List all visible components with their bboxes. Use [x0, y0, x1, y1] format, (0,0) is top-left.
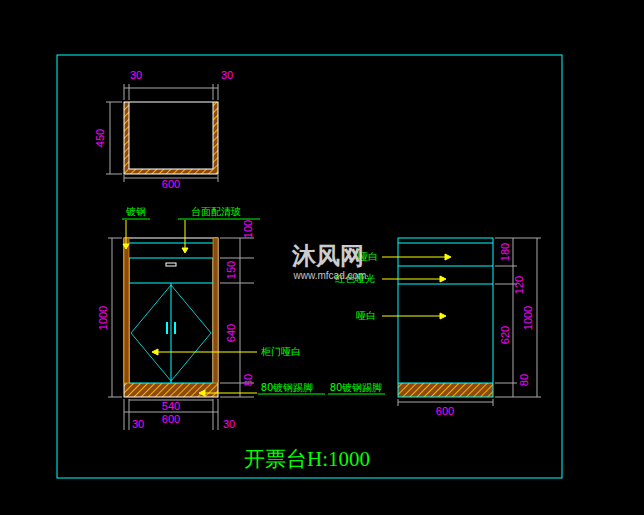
dimension-text: 600 [162, 179, 180, 190]
material-note: 镀钢 [126, 207, 146, 217]
dimension-text: 600 [436, 406, 454, 417]
dimension-text: 1000 [523, 306, 534, 330]
dimension-text: 450 [95, 129, 106, 147]
material-note: 柜门哑白 [261, 347, 301, 357]
material-note: 80镀钢踢脚 [261, 383, 314, 393]
dimension-text: 80 [519, 374, 530, 386]
dimension-text: 30 [221, 70, 233, 81]
material-note: 台面配清玻 [191, 207, 241, 217]
dimension-text: 620 [500, 326, 511, 344]
dimension-text: 30 [130, 70, 142, 81]
dimension-text: 600 [162, 414, 180, 425]
watermark: 沐风网 [292, 244, 364, 268]
drawing-title: 开票台H:1000 [244, 449, 370, 470]
dimension-text: 1000 [98, 306, 109, 330]
material-note: 80镀钢踢脚 [330, 383, 383, 393]
dimension-text: 80 [243, 374, 254, 386]
dimension-text: 100 [243, 220, 254, 238]
dimension-text: 150 [226, 261, 237, 279]
dimension-text: 120 [514, 276, 525, 294]
dimension-text: 640 [226, 324, 237, 342]
dimension-text: 30 [223, 419, 235, 430]
dimension-text: 30 [132, 419, 144, 430]
material-note: 哑白 [356, 311, 376, 321]
dimension-text: 540 [162, 401, 180, 412]
watermark: www.mfcad.com [294, 271, 367, 281]
dimension-text: 180 [500, 243, 511, 261]
